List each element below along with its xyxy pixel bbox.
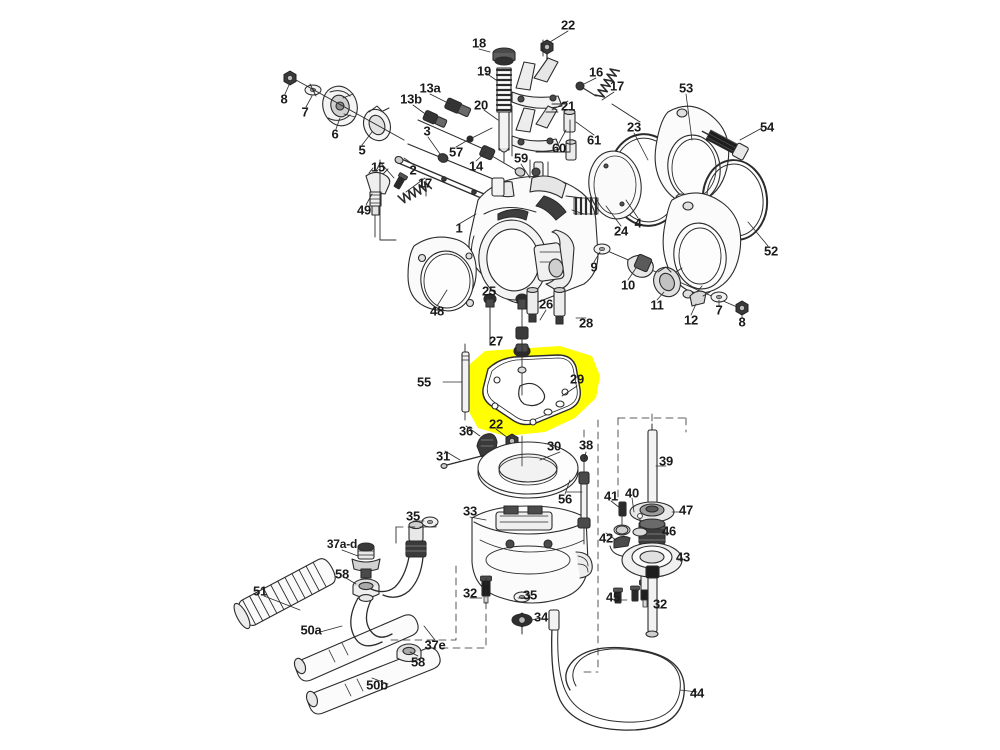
- callout-20-needle: 20: [473, 97, 489, 113]
- part-group-throttle-shaft-right: [593, 243, 749, 316]
- callout-33-float-bowl: 33: [462, 503, 478, 519]
- part-29-bowl-gasket: [482, 343, 581, 426]
- callout-46-spring: 46: [661, 523, 677, 539]
- callout-8-nut-right: 8: [738, 314, 746, 330]
- callout-28-jet: 28: [578, 315, 594, 331]
- callout-35-washer-bottom: 35: [522, 587, 538, 603]
- callout-23-o-ring: 23: [626, 119, 642, 135]
- callout-22-top-screw: 22: [560, 17, 576, 33]
- callout-8-throttle-nut: 8: [280, 91, 288, 107]
- callout-51-sleeve: 51: [252, 583, 268, 599]
- part-group-accelerator-pump: [609, 423, 683, 638]
- callout-31-pin: 31: [435, 448, 451, 464]
- callout-58-nut-right: 58: [410, 654, 426, 670]
- callout-42-lever: 42: [598, 530, 614, 546]
- part-group-4-24: [573, 150, 642, 220]
- part-group-30-36: [440, 433, 579, 499]
- callout-38-rod: 38: [578, 437, 594, 453]
- callout-37a-d-fitting: 37a-d: [326, 537, 358, 551]
- part-group-intake-flange: [607, 105, 769, 299]
- part-49-enrichener: [365, 164, 391, 238]
- callout-17-spring-right: 17: [609, 78, 625, 94]
- callout-57-joint: 57: [448, 144, 464, 160]
- callout-55-needle: 55: [416, 374, 432, 390]
- callout-32-bolt-left: 32: [462, 585, 478, 601]
- part-44-vent-hose: [548, 609, 685, 731]
- part-1-carburetor-body: [468, 159, 599, 305]
- callout-30-ring: 30: [546, 438, 562, 454]
- callout-14-bushing: 14: [468, 158, 484, 174]
- callout-58-nut-left: 58: [334, 566, 350, 582]
- callout-6-cam-plate: 6: [331, 126, 339, 142]
- part-group-linkage-rods: [392, 97, 526, 207]
- part-48-flange-gasket: [407, 236, 477, 312]
- callout-21-arms: 21: [560, 98, 576, 114]
- callout-3-rod: 3: [423, 123, 431, 139]
- callout-49-enrichener: 49: [356, 202, 372, 218]
- callout-37e-fitting: 37e: [424, 637, 446, 653]
- callout-12-lever: 12: [683, 312, 699, 328]
- callout-7-washer: 7: [301, 104, 309, 120]
- part-33-float-bowl: [471, 505, 593, 604]
- callout-17-spring-left: 17: [417, 175, 433, 191]
- callout-9-washer: 9: [590, 259, 598, 275]
- callout-32-bolt-right: 32: [652, 596, 668, 612]
- callout-26-jet: 26: [538, 296, 554, 312]
- part-55-needle: [461, 343, 470, 421]
- callout-29-bowl-gasket: 29: [569, 371, 585, 387]
- callout-24-spring: 24: [613, 223, 629, 239]
- callout-13b-fitting: 13b: [400, 91, 422, 107]
- part-group-jets-25-28: [483, 287, 566, 354]
- callout-7-washer-right: 7: [715, 302, 723, 318]
- callout-18-cap: 18: [471, 35, 487, 51]
- part-group-60-61-bushings: [533, 109, 577, 178]
- callout-25-jet: 25: [481, 283, 497, 299]
- part-group-38-56: [565, 453, 591, 545]
- callout-50a-hose: 50a: [300, 622, 322, 638]
- callout-50b-hose: 50b: [366, 677, 388, 693]
- callout-11-cam: 11: [650, 297, 664, 313]
- callout-34-drain-nut: 34: [533, 609, 549, 625]
- callout-1-carburetor-body: 1: [455, 220, 463, 236]
- callout-48-flange-gasket: 48: [429, 303, 445, 319]
- callout-60-bushing: 60: [551, 140, 567, 156]
- callout-36-fitting: 36: [458, 423, 474, 439]
- callout-39-pump-rod: 39: [658, 453, 674, 469]
- callout-47-diaphragm: 47: [678, 502, 694, 518]
- callout-2-rod: 2: [409, 162, 417, 178]
- callout-35-washer-top: 35: [405, 508, 421, 524]
- callout-43-pump-cover: 43: [675, 549, 691, 565]
- callout-45-screw: 45: [605, 589, 621, 605]
- callout-59-fitting: 59: [513, 150, 529, 166]
- part-group-16-17: [575, 65, 641, 123]
- callout-16-pin: 16: [588, 64, 604, 80]
- callout-53-flange: 53: [678, 80, 694, 96]
- callout-5-clamp-ring: 5: [358, 142, 366, 158]
- callout-54-bolt: 54: [759, 119, 775, 135]
- callout-4-diaphragm-cover: 4: [634, 215, 642, 231]
- part-group-hoses-fittings: [233, 516, 441, 715]
- callout-27-jet: 27: [488, 333, 504, 349]
- callout-44-vent-hose: 44: [689, 685, 705, 701]
- callout-13a-fitting: 13a: [419, 80, 441, 96]
- callout-52-o-ring: 52: [763, 243, 779, 259]
- part-group-21-arms: [511, 57, 563, 153]
- callout-61-bushing: 61: [586, 132, 602, 148]
- callout-40-pin: 40: [624, 485, 640, 501]
- part-group-throttle-cam: [283, 70, 405, 142]
- callout-22-screw-lower: 22: [488, 416, 504, 432]
- callout-19-spring: 19: [476, 63, 492, 79]
- callout-41-pin: 41: [603, 488, 619, 504]
- callout-56-rod: 56: [557, 491, 573, 507]
- callout-10-lever: 10: [620, 277, 636, 293]
- callout-15-screw: 15: [370, 159, 386, 175]
- part-group-jet-needle: [492, 47, 516, 163]
